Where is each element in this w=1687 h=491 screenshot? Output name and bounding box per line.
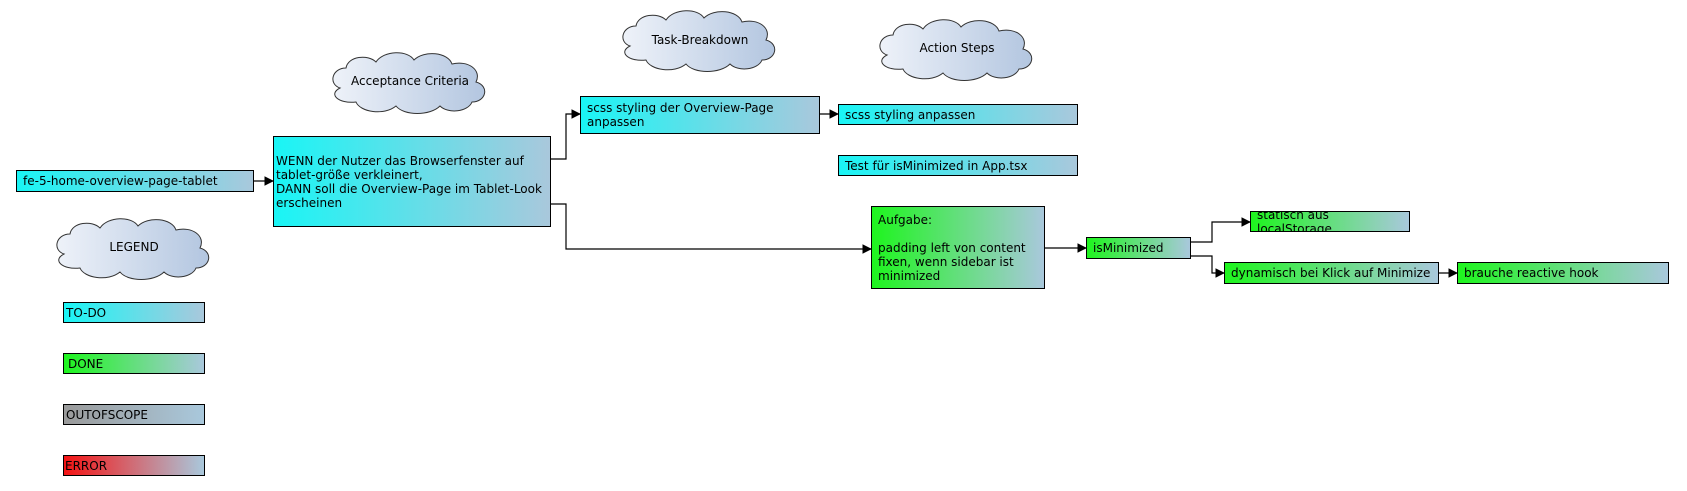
connector-criteria-aufgabe [551, 203, 872, 254]
action-test-isminimized-node[interactable]: Test für isMinimized in App.tsx [838, 155, 1078, 176]
ismininimized-node[interactable]: isMinimized [1086, 237, 1191, 259]
connector-isminimized-statisch [1191, 217, 1251, 243]
task-scss-styling-node[interactable]: scss styling der Overview-Page anpassen [580, 96, 820, 134]
cloud-shape [879, 19, 1033, 81]
cloud-action-steps: Action Steps [919, 41, 995, 55]
dynamisch-klick-node[interactable]: dynamisch bei Klick auf Minimize [1224, 262, 1439, 284]
story-node[interactable]: fe-5-home-overview-page-tablet [16, 170, 254, 192]
connector-isminimized-dynamisch [1191, 255, 1225, 278]
connector-criteria-scss [551, 109, 581, 160]
action-scss-styling-node[interactable]: scss styling anpassen [838, 104, 1078, 125]
acceptance-criteria-node[interactable]: WENN der Nutzer das Browserfenster auf t… [273, 136, 551, 227]
cloud-task-breakdown: Task-Breakdown [651, 33, 749, 47]
cloud-shape [332, 52, 486, 114]
reactive-hook-node[interactable]: brauche reactive hook [1457, 262, 1669, 284]
cloud-shape [56, 218, 210, 280]
legend-todo: TO-DO [63, 302, 205, 323]
cloud-shape [622, 10, 776, 72]
legend-outofscope: OUTOFSCOPE [63, 404, 205, 425]
cloud-acceptance-criteria: Acceptance Criteria [350, 74, 470, 88]
task-aufgabe-node[interactable]: Aufgabe: padding left von content fixen,… [871, 206, 1045, 289]
legend-done: DONE [63, 353, 205, 374]
legend-error: ERROR [63, 455, 205, 476]
statisch-localstorage-node[interactable]: statisch aus localStorage [1250, 211, 1410, 232]
cloud-legend: LEGEND [109, 240, 159, 254]
